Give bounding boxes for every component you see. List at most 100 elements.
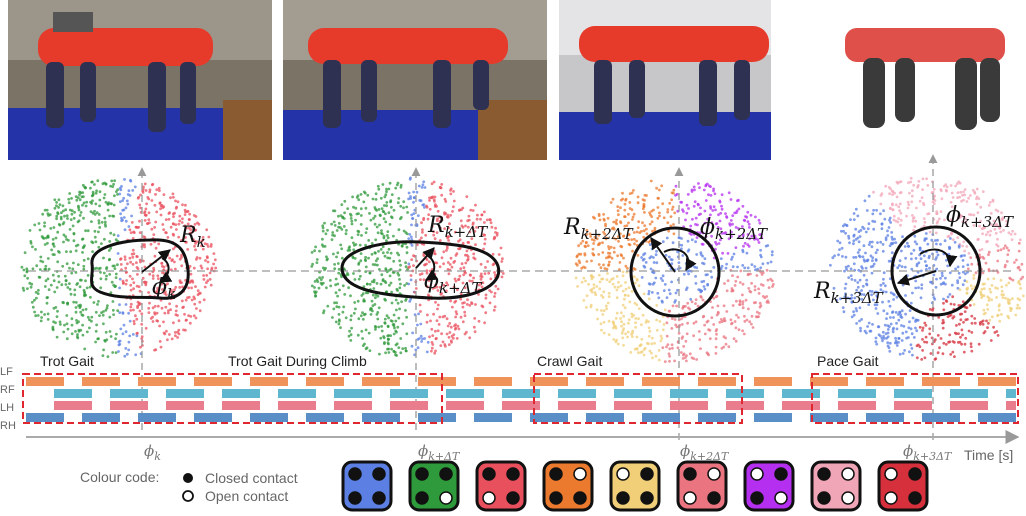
cloud-point [500,275,504,279]
cloud-point [719,238,722,242]
cloud-point [605,267,609,271]
cloud-point [888,325,891,328]
cloud-point [168,302,172,306]
cloud-point [687,248,691,252]
cloud-point [1019,277,1023,281]
cloud-point [942,281,946,284]
cloud-point [608,252,612,255]
cloud-point [961,244,964,248]
cloud-point [192,314,196,318]
cloud-point [449,339,453,343]
cloud-point [143,265,147,269]
cloud-point [440,332,443,336]
cloud-point [943,218,946,222]
cloud-point [888,341,892,345]
cloud-point [143,245,147,249]
cloud-point [910,189,914,193]
cloud-point [730,235,733,238]
cloud-point [612,236,615,240]
cloud-point [174,223,178,227]
cloud-point [91,190,95,194]
cloud-point [652,256,655,259]
cloud-point [702,279,706,283]
cloud-point [382,335,385,338]
cloud-point [109,291,113,294]
cloud-point [606,216,610,220]
cloud-point [634,317,638,320]
cloud-point [936,334,940,337]
math-labels: Rk ϕk Rk+ΔT ϕk+ΔT Rk+2ΔT ϕk+2ΔT ϕk+3ΔT R… [152,203,1014,307]
cloud-point [205,274,209,277]
cloud-point [86,315,90,319]
cloud-point [870,245,874,249]
cloud-point [96,179,100,183]
cloud-point [720,193,724,197]
cloud-point [737,207,741,211]
cloud-point [1018,282,1022,286]
cloud-point [208,271,212,275]
cloud-point [1002,229,1005,232]
cloud-point [586,244,590,248]
cloud-point [44,279,48,283]
cloud-point [847,276,851,279]
cloud-point [931,200,935,204]
cloud-point [406,211,409,214]
cloud-point [880,222,884,226]
cloud-point [31,267,35,271]
cloud-point [492,237,496,241]
cloud-point [494,284,498,288]
cloud-point [643,224,647,228]
cloud-point [882,277,885,281]
cloud-point [650,291,654,294]
cloud-point [913,225,917,229]
cloud-point [72,216,76,220]
cloud-point [67,201,71,205]
cloud-point [651,356,654,360]
cloud-point [956,281,960,285]
cloud-point [459,297,463,301]
cloud-point [904,330,908,334]
cloud-point [350,326,353,330]
cloud-point [333,267,337,271]
card-body [609,460,661,512]
cloud-point [841,306,845,309]
cloud-point [470,237,474,241]
cloud-point [72,232,76,236]
cloud-point [898,310,901,314]
cloud-point [178,214,182,218]
cloud-point [713,192,717,196]
open-contact-dot [884,467,898,481]
cloud-point [636,195,640,199]
cloud-point [471,221,475,225]
cloud-point [451,210,454,213]
cloud-point [731,274,734,277]
cloud-point [862,273,866,277]
cloud-point [949,302,953,306]
cloud-point [603,267,607,270]
cloud-point [734,339,738,343]
gait-bar-lh [222,401,260,410]
cloud-point [699,206,702,210]
gait-name-crawl: Crawl Gait [537,353,602,369]
cloud-point [925,267,928,271]
cloud-point [46,235,50,239]
cloud-point [956,279,959,283]
cloud-point [866,325,869,328]
cloud-point [166,338,169,342]
radius-label-0: Rk [179,223,206,251]
cloud-point [399,282,402,286]
cloud-point [889,316,892,319]
cloud-point [837,253,840,257]
cloud-point [121,279,125,283]
cloud-point [852,262,856,266]
cloud-point [576,285,579,288]
cloud-point [738,299,742,303]
cloud-point [390,216,394,220]
cloud-point [886,234,890,237]
cloud-point [981,271,985,275]
cloud-point [136,196,140,200]
cloud-point [986,277,990,281]
cloud-point [602,263,605,267]
cloud-point [113,194,116,198]
cloud-point [655,186,658,190]
